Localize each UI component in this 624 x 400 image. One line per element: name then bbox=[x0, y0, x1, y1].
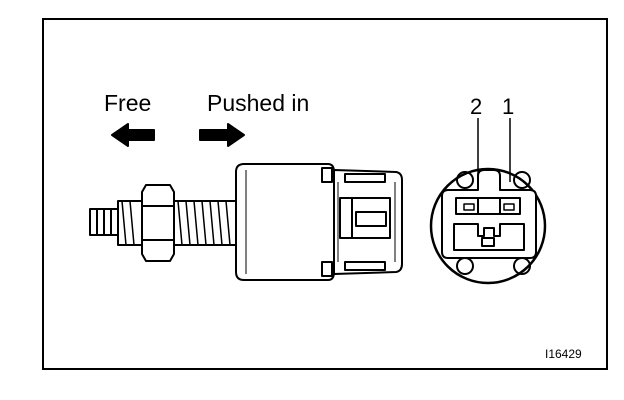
diagram-frame bbox=[42, 18, 608, 370]
switch-body bbox=[235, 163, 335, 281]
connector-housing bbox=[321, 167, 403, 277]
figure-code-label: I16429 bbox=[545, 347, 582, 361]
plunger-tip bbox=[89, 208, 121, 236]
pushed-in-direction-label: Pushed in bbox=[207, 90, 310, 116]
left-arrow-icon bbox=[111, 123, 155, 147]
right-arrow-icon bbox=[199, 123, 245, 147]
lock-nut bbox=[141, 184, 175, 262]
connector-face bbox=[429, 167, 547, 285]
pin-1-label: 1 bbox=[502, 94, 515, 119]
threaded-shaft bbox=[117, 200, 237, 246]
free-direction-label: Free bbox=[104, 90, 152, 116]
pin-2-label: 2 bbox=[470, 94, 483, 119]
